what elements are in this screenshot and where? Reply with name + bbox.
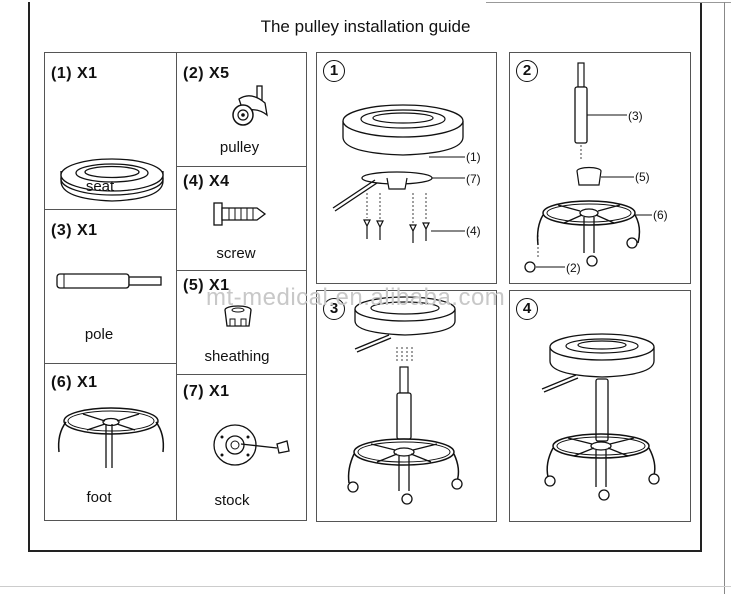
part-qty: (2) X5 bbox=[183, 65, 230, 82]
pole-icon bbox=[56, 273, 162, 289]
part-cell-pole: (3) X1 pole bbox=[44, 209, 177, 364]
callout-label: (4) bbox=[466, 224, 481, 238]
part-label: stock bbox=[214, 492, 250, 509]
outer-frame bbox=[28, 2, 702, 552]
step-number: 4 bbox=[516, 298, 538, 320]
bottom-border-line bbox=[0, 586, 731, 587]
part-qty: (1) X1 bbox=[51, 65, 98, 82]
step-3-drawing bbox=[347, 296, 463, 505]
step-number: 1 bbox=[323, 60, 345, 82]
step-number: 3 bbox=[323, 298, 345, 320]
part-cell-seat: (1) X1 seat bbox=[44, 52, 177, 210]
callout-label: (1) bbox=[466, 150, 481, 164]
top-border-line bbox=[486, 2, 731, 3]
part-label: seat bbox=[85, 178, 115, 195]
right-border-line bbox=[724, 2, 725, 594]
step-4-panel: 4 bbox=[509, 290, 691, 522]
part-label: pulley bbox=[219, 139, 260, 156]
stock-icon bbox=[213, 424, 290, 466]
step-number: 2 bbox=[516, 60, 538, 82]
callout-label: (2) bbox=[566, 261, 581, 275]
part-qty: (4) X4 bbox=[183, 173, 230, 190]
step-1-panel: 1 (1) (7) (4) bbox=[316, 52, 497, 284]
part-label: pole bbox=[84, 326, 114, 343]
step-4-drawing bbox=[541, 333, 660, 501]
guide-title: The pulley installation guide bbox=[260, 17, 471, 36]
part-cell-pulley: (2) X5 pulley bbox=[176, 52, 307, 167]
part-qty: (5) X1 bbox=[183, 277, 230, 294]
part-qty: (3) X1 bbox=[51, 222, 98, 239]
part-cell-sheathing: (5) X1 sheathing bbox=[176, 270, 307, 375]
screw-icon bbox=[213, 202, 267, 226]
part-label: screw bbox=[216, 245, 256, 262]
step-2-drawing bbox=[524, 62, 652, 273]
part-label: sheathing bbox=[204, 348, 270, 365]
part-qty: (6) X1 bbox=[51, 374, 98, 391]
seat-icon bbox=[60, 158, 164, 202]
part-cell-stock: (7) X1 stock bbox=[176, 374, 307, 521]
callout-label: (5) bbox=[635, 170, 650, 184]
callout-label: (6) bbox=[653, 208, 668, 222]
sheathing-icon bbox=[224, 305, 252, 327]
step-2-panel: 2 (3) (5) (6) (2) bbox=[509, 52, 691, 284]
step-3-panel: 3 bbox=[316, 290, 497, 522]
part-cell-foot: (6) X1 foot bbox=[44, 363, 177, 521]
callout-label: (7) bbox=[466, 172, 481, 186]
watermark: mt-medical.en.alibaba.com bbox=[206, 284, 506, 311]
step-1-drawing bbox=[332, 104, 465, 243]
pulley-icon bbox=[232, 85, 268, 126]
foot-icon bbox=[57, 407, 165, 468]
part-qty: (7) X1 bbox=[183, 383, 230, 400]
part-label: foot bbox=[86, 489, 112, 506]
part-cell-screw: (4) X4 screw bbox=[176, 166, 307, 271]
callout-label: (3) bbox=[628, 109, 643, 123]
